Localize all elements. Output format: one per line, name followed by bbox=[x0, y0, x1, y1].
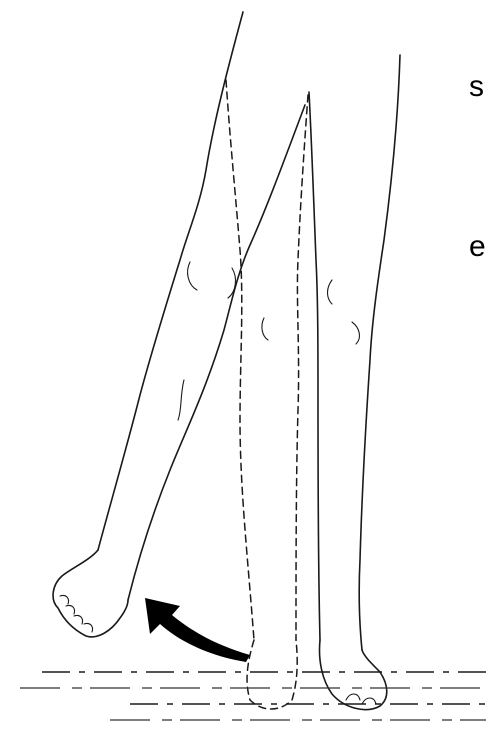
floor-lines bbox=[20, 672, 486, 720]
starting-position-outline bbox=[226, 80, 308, 709]
standing-leg bbox=[262, 55, 400, 710]
movement-arrow bbox=[145, 598, 250, 662]
raised-leg bbox=[53, 12, 305, 637]
